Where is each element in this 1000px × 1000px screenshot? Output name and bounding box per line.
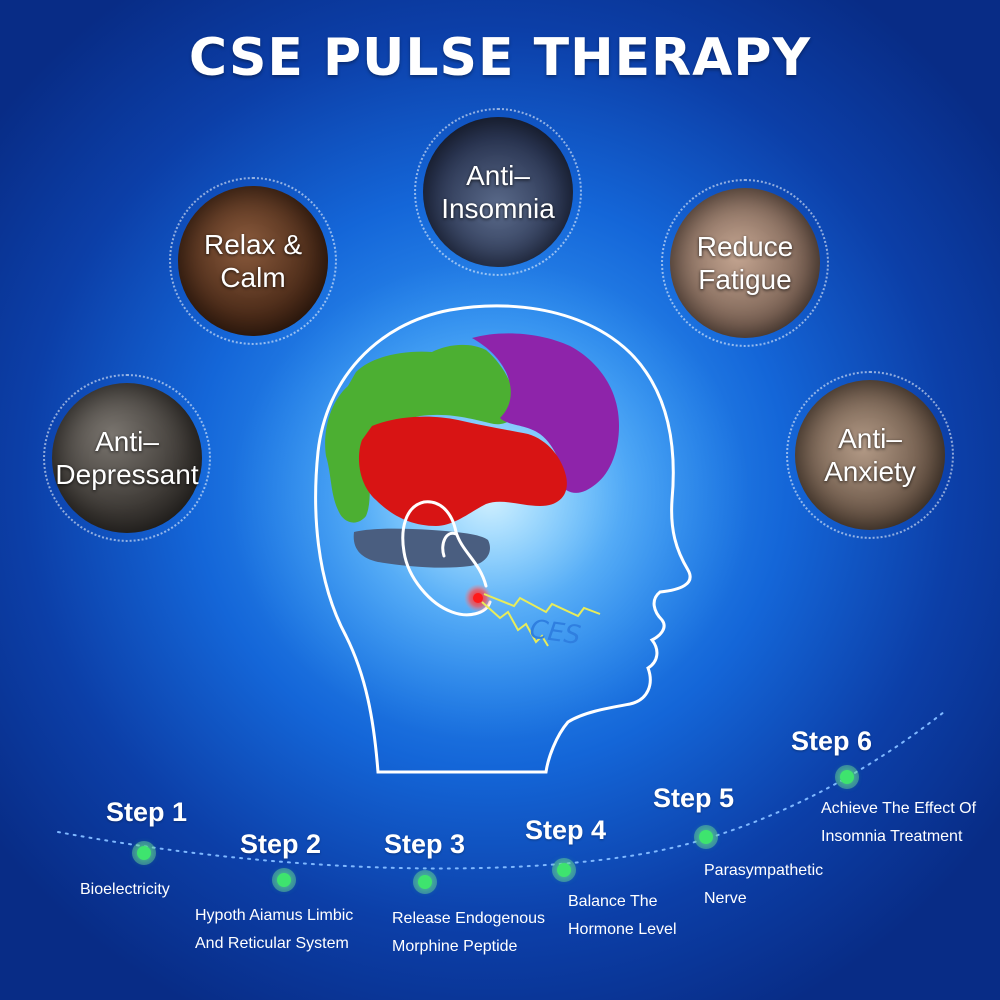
step-desc-line: Parasympathetic xyxy=(704,862,824,879)
benefit-anti-depressant: Anti– Depressant xyxy=(43,374,211,542)
step-2-dot xyxy=(277,873,291,887)
benefit-reduce-fatigue: Reduce Fatigue xyxy=(661,179,829,347)
step-desc-line: Release Endogenous xyxy=(392,910,546,927)
step-2-desc: Hypoth Aiamus Limbic And Reticular Syste… xyxy=(195,902,353,958)
benefit-label-line: Depressant xyxy=(55,459,199,490)
benefit-label-line: Fatigue xyxy=(698,264,792,295)
temporal-lobe xyxy=(358,416,567,526)
benefit-label-line: Anti– xyxy=(466,160,530,191)
benefit-label: Relax & Calm xyxy=(204,228,302,294)
ces-pulse-core xyxy=(473,593,483,603)
benefit-label-line: Calm xyxy=(220,262,286,293)
step-3-dot xyxy=(418,875,432,889)
benefit-label-line: Anti– xyxy=(95,426,159,457)
bubble-ring xyxy=(43,374,211,542)
bubble-photo xyxy=(795,380,945,530)
step-desc-line: And Reticular System xyxy=(195,935,349,952)
step-desc-line: Hypoth Aiamus Limbic xyxy=(195,907,354,924)
bubble-photo xyxy=(52,383,202,533)
step-5-dot xyxy=(699,830,713,844)
step-4-title: Step 4 xyxy=(525,815,607,845)
step-1-desc: Bioelectricity xyxy=(80,876,170,904)
ces-label: CES xyxy=(528,614,583,651)
step-desc-line: Achieve The Effect Of xyxy=(821,800,977,817)
benefit-anti-anxiety: Anti– Anxiety xyxy=(786,371,954,539)
benefit-label-line: Relax & xyxy=(203,229,303,260)
step-5-title: Step 5 xyxy=(653,783,735,813)
step-desc-line: Balance The xyxy=(568,893,658,910)
bubble-ring xyxy=(786,371,954,539)
benefit-label: Anti– Insomnia xyxy=(441,159,555,225)
step-desc-line: Bioelectricity xyxy=(80,881,170,898)
cerebellum xyxy=(353,528,490,568)
benefit-label-line: Anxiety xyxy=(824,456,916,487)
step-6-desc: Achieve The Effect Of Insomnia Treatment xyxy=(821,795,976,851)
step-4-dot xyxy=(557,863,571,877)
step-3-desc: Release Endogenous Morphine Peptide xyxy=(392,905,545,961)
step-3-title: Step 3 xyxy=(384,829,466,859)
step-6-dot xyxy=(840,770,854,784)
benefit-label: Anti– Anxiety xyxy=(824,422,916,488)
bubble-photo xyxy=(670,188,820,338)
step-desc-line: Nerve xyxy=(704,890,747,907)
benefit-label: Anti– Depressant xyxy=(55,425,198,491)
step-desc-line: Hormone Level xyxy=(568,921,677,938)
bubble-photo xyxy=(423,117,573,267)
parietal-lobe xyxy=(472,333,620,493)
step-2-title: Step 2 xyxy=(240,829,322,859)
frontal-lobe xyxy=(325,344,516,523)
bubble-photo xyxy=(178,186,328,336)
benefit-label-line: Anti– xyxy=(838,423,902,454)
benefit-relax-calm: Relax & Calm xyxy=(169,177,337,345)
page-title: CSE PULSE THERAPY xyxy=(188,28,812,88)
benefit-label: Reduce Fatigue xyxy=(697,230,794,296)
step-6-title: Step 6 xyxy=(791,726,873,756)
bubble-ring xyxy=(169,177,337,345)
head-outline xyxy=(314,304,692,774)
step-5-desc: Parasympathetic Nerve xyxy=(704,857,823,913)
benefit-label-line: Reduce xyxy=(696,231,794,262)
step-4-desc: Balance The Hormone Level xyxy=(568,888,677,944)
step-1-dot xyxy=(137,846,151,860)
step-desc-line: Morphine Peptide xyxy=(392,938,518,955)
step-desc-line: Insomnia Treatment xyxy=(821,828,963,845)
lightning-bolt xyxy=(481,601,549,647)
bubble-ring xyxy=(661,179,829,347)
step-1-title: Step 1 xyxy=(106,797,188,827)
benefit-label-line: Insomnia xyxy=(441,193,555,224)
lightning-bolt xyxy=(483,593,601,618)
ear-clip-wire xyxy=(401,500,492,617)
